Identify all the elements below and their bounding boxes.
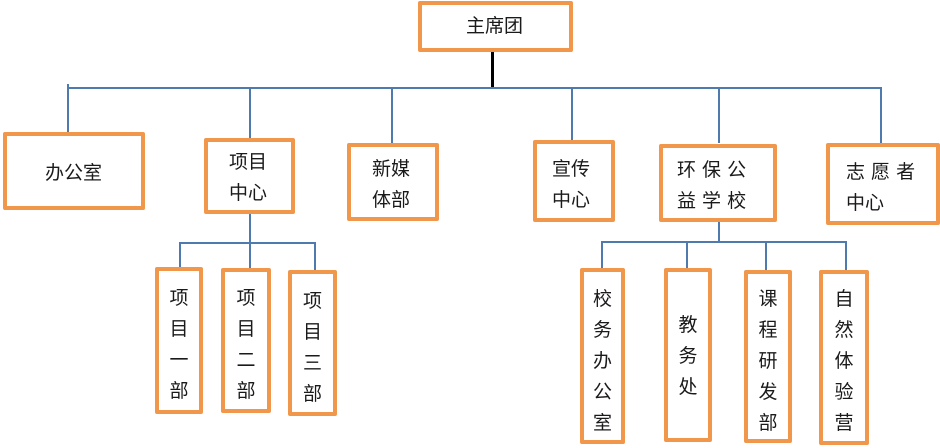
node-school-office-label: 校务办公室 <box>592 288 612 434</box>
main-horizontal-connector <box>67 87 882 89</box>
connector-eco-school-down <box>718 218 720 242</box>
connector-eco-1 <box>601 241 603 270</box>
node-nature-camp[interactable]: 自然体验营 <box>819 270 869 445</box>
connector-eco-school <box>718 87 720 143</box>
node-new-media-line1: 新媒 <box>372 158 411 180</box>
node-project-3-label: 项目三部 <box>302 290 322 405</box>
node-nature-camp-label: 自然体验营 <box>834 288 854 434</box>
root-label: 主席团 <box>466 15 524 37</box>
node-project-1[interactable]: 项目一部 <box>155 267 203 414</box>
node-office-label: 办公室 <box>45 162 103 184</box>
node-publicity-center-line1: 宣传 <box>552 158 591 180</box>
connector-project-center <box>249 87 251 139</box>
node-project-center-line2: 中心 <box>229 182 268 204</box>
node-project-center-line1: 项目 <box>229 151 268 173</box>
node-academic-affairs[interactable]: 教务处 <box>664 268 712 442</box>
connector-eco-sub-horizontal <box>601 241 847 243</box>
node-project-2-label: 项目二部 <box>236 287 256 402</box>
connector-project-center-down <box>249 210 251 243</box>
node-volunteer-center-line2: 中心 <box>846 192 885 214</box>
node-volunteer-center-line1: 志 愿 者 <box>846 161 916 183</box>
node-eco-school-line1: 环 保 公 <box>677 159 747 181</box>
connector-project-2 <box>249 242 251 270</box>
connector-new-media <box>391 87 393 143</box>
node-school-office[interactable]: 校务办公室 <box>580 268 625 444</box>
root-node[interactable]: 主席团 <box>418 1 573 52</box>
connector-project-1 <box>179 242 181 269</box>
node-project-1-label: 项目一部 <box>169 287 189 402</box>
node-volunteer-center[interactable]: 志 愿 者 中心 <box>826 143 940 225</box>
connector-volunteer-center <box>880 87 882 143</box>
node-academic-affairs-label: 教务处 <box>678 314 698 398</box>
node-project-2[interactable]: 项目二部 <box>221 268 271 413</box>
node-publicity-center[interactable]: 宣传 中心 <box>533 140 615 222</box>
node-eco-school[interactable]: 环 保 公 益 学 校 <box>659 144 777 222</box>
node-project-center[interactable]: 项目 中心 <box>204 138 295 214</box>
node-eco-school-line2: 益 学 校 <box>677 190 747 212</box>
connector-publicity-center <box>571 87 573 141</box>
node-curriculum-rd-label: 课程研发部 <box>758 288 778 434</box>
node-new-media[interactable]: 新媒 体部 <box>347 143 439 221</box>
connector-eco-2 <box>686 241 688 269</box>
node-curriculum-rd[interactable]: 课程研发部 <box>744 270 792 443</box>
node-new-media-line2: 体部 <box>372 189 411 211</box>
node-office[interactable]: 办公室 <box>3 132 145 210</box>
connector-project-sub-horizontal <box>179 242 316 244</box>
connector-project-3 <box>314 242 316 272</box>
root-connector <box>491 52 494 88</box>
node-publicity-center-line2: 中心 <box>552 189 591 211</box>
node-project-3[interactable]: 项目三部 <box>288 270 337 416</box>
connector-eco-3 <box>765 241 767 271</box>
connector-eco-4 <box>845 241 847 272</box>
connector-office <box>67 84 69 133</box>
